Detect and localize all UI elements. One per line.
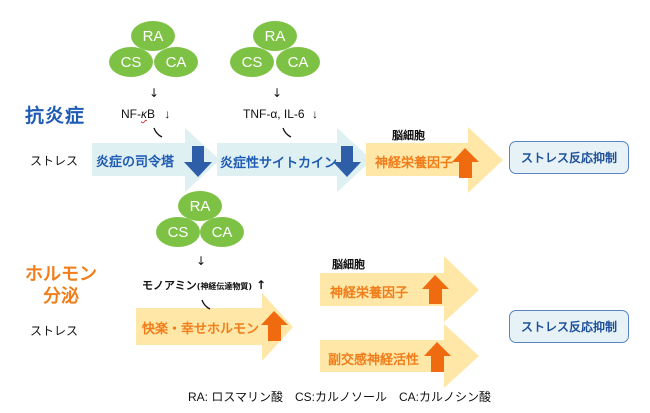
command-tower-label: 炎症の司令塔 [96, 155, 175, 170]
node-ra-label: RA [143, 28, 164, 45]
brain-cell-label-top: 脳細胞 [392, 129, 425, 142]
node-ca-label: CA [212, 224, 233, 241]
tnf-text: TNF-α, IL-6 [243, 107, 305, 121]
hormone-title-line2: 分泌 [43, 286, 79, 307]
monoamine-text: モノアミン [142, 279, 197, 292]
tnf-trend-icon: ↓ [311, 107, 318, 121]
node-cs [109, 47, 153, 77]
down-arrow-small-icon: ↓ [196, 254, 207, 268]
monoamine-label: モノアミン(神経伝達物質) ↑ [142, 277, 266, 293]
happiness-hormone-label: 快楽・幸せホルモン [142, 322, 260, 337]
anti-inflammation-title: 抗炎症 [25, 105, 86, 127]
nfkb-kappa: κ [141, 107, 147, 121]
neurotrophic-bottom-label: 神経栄養因子 [330, 286, 409, 301]
node-ca [276, 47, 320, 77]
happiness-up-arrow-icon [261, 311, 288, 341]
nfkb-suffix: B [147, 107, 156, 121]
neurotrophic-top-label: 神経栄養因子 [375, 156, 454, 171]
stress-suppression-box-bottom: ストレス反応抑制 [509, 310, 629, 343]
neurotrophic-top-up-arrow-icon [452, 148, 479, 178]
compound-cluster-3: RA CS CA [156, 191, 244, 247]
compound-cluster-2: RA CS CA [230, 21, 320, 77]
command-tower-down-arrow-icon [184, 146, 212, 177]
monoamine-note: (神経伝達物質) [196, 282, 253, 291]
brain-cell-label-bottom: 脳細胞 [332, 258, 365, 271]
node-cs-label: CS [121, 54, 142, 71]
command-tower-block-arrow [92, 128, 220, 192]
node-ra [178, 191, 222, 221]
connector-curve-nfkb [153, 127, 163, 138]
stress-suppression-label: ストレス反応抑制 [520, 320, 617, 334]
connector-curve-monoamine [201, 299, 211, 310]
parasympathetic-label: 副交感神経活性 [328, 353, 420, 368]
node-ra-label: RA [265, 28, 286, 45]
monoamine-trend-icon: ↑ [255, 278, 266, 292]
neurotrophic-bottom-block-arrow [320, 256, 479, 322]
cytokine-label: 炎症性サイトカイン [220, 156, 338, 171]
node-ca-label: CA [288, 54, 309, 71]
neurotrophic-bottom-up-arrow-icon [422, 275, 449, 304]
compound-cluster-1: RA CS CA [109, 21, 198, 77]
abbreviation-legend: RA: ロスマリン酸 CS:カルノソール CA:カルノシン酸 [188, 390, 491, 404]
stress-suppression-label: ストレス反応抑制 [520, 151, 617, 165]
hormone-title-line1: ホルモン [25, 264, 97, 285]
node-ra [253, 21, 297, 51]
hormone-title: ホルモン 分泌 [20, 264, 102, 308]
happiness-block-arrow [136, 293, 293, 361]
down-arrow-small-icon: ↓ [149, 86, 160, 100]
cytokine-block-arrow [217, 128, 372, 192]
node-cs [230, 47, 274, 77]
tnf-label: TNF-α, IL-6 ↓ [243, 107, 318, 121]
connector-curve-tnf [282, 127, 292, 138]
parasympathetic-up-arrow-icon [424, 342, 451, 372]
node-ca [154, 47, 198, 77]
nfkb-label: NF-κB ↓ [121, 107, 170, 121]
node-ra-label: RA [190, 198, 211, 215]
down-arrow-small-icon: ↓ [272, 86, 283, 100]
node-cs-label: CS [168, 224, 189, 241]
stress-label-top: ストレス [30, 154, 79, 168]
node-cs [156, 217, 200, 247]
node-ca-label: CA [166, 54, 187, 71]
node-cs-label: CS [242, 54, 263, 71]
node-ra [131, 21, 175, 51]
nfkb-prefix: NF- [121, 107, 141, 121]
node-ca [200, 217, 244, 247]
cytokine-down-arrow-icon [333, 146, 361, 177]
stress-label-bottom: ストレス [30, 324, 79, 338]
stress-suppression-box-top: ストレス反応抑制 [509, 141, 629, 174]
nfkb-trend-icon: ↓ [164, 107, 171, 121]
